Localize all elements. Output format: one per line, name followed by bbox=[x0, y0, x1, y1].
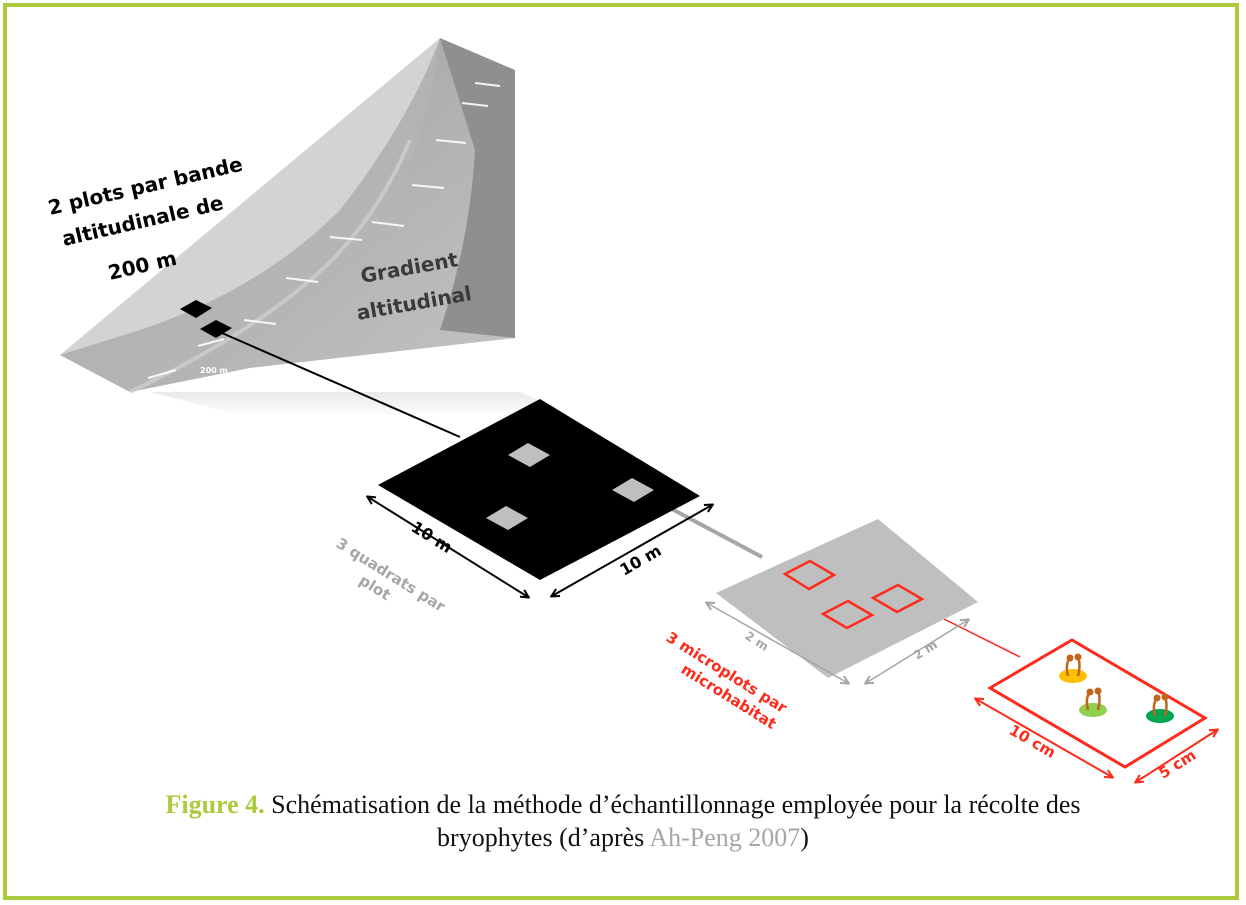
quadrat-marker-2 bbox=[612, 478, 654, 502]
plot-dimension-left bbox=[368, 497, 528, 597]
figure-caption: Figure 4. Schématisation de la méthode d… bbox=[30, 788, 1216, 854]
plot-marker-1 bbox=[180, 300, 212, 318]
quadrat-square bbox=[716, 519, 978, 678]
moss-cushion-yellow bbox=[1059, 653, 1087, 683]
caption-line-2-end: ) bbox=[800, 823, 809, 852]
microplot-dim-left-label: 10 cm bbox=[1006, 721, 1059, 762]
caption-line-1: Schématisation de la méthode d’échantill… bbox=[264, 790, 1081, 819]
mountain-slope bbox=[60, 38, 560, 418]
figure-number: Figure 4. bbox=[165, 790, 265, 819]
citation-link[interactable]: Ah-Peng 2007 bbox=[649, 823, 801, 852]
caption-line-2: bryophytes (d’après bbox=[437, 823, 650, 852]
band-label: 200 m bbox=[200, 366, 228, 375]
microplot-marker-2 bbox=[870, 583, 925, 614]
connector-slope-to-plot bbox=[221, 332, 461, 438]
plot-dimension-right bbox=[552, 505, 712, 596]
quadrat-marker-1 bbox=[508, 443, 550, 467]
quadrat-dimension-right bbox=[866, 620, 968, 683]
microplot-dim-right-label: 5 cm bbox=[1156, 746, 1200, 783]
quadrat-dimension-left bbox=[707, 603, 848, 683]
plot-marker-2 bbox=[200, 320, 232, 338]
microplot-dimension-left bbox=[976, 699, 1112, 777]
quadrat-dim-right-label: 2 m bbox=[911, 637, 940, 662]
moss-cushion-dark-green bbox=[1146, 693, 1174, 723]
microplot-dimension-right bbox=[1136, 730, 1217, 782]
quadrat-dim-left-label: 2 m bbox=[742, 629, 771, 654]
microplot-marker-1 bbox=[782, 559, 837, 591]
